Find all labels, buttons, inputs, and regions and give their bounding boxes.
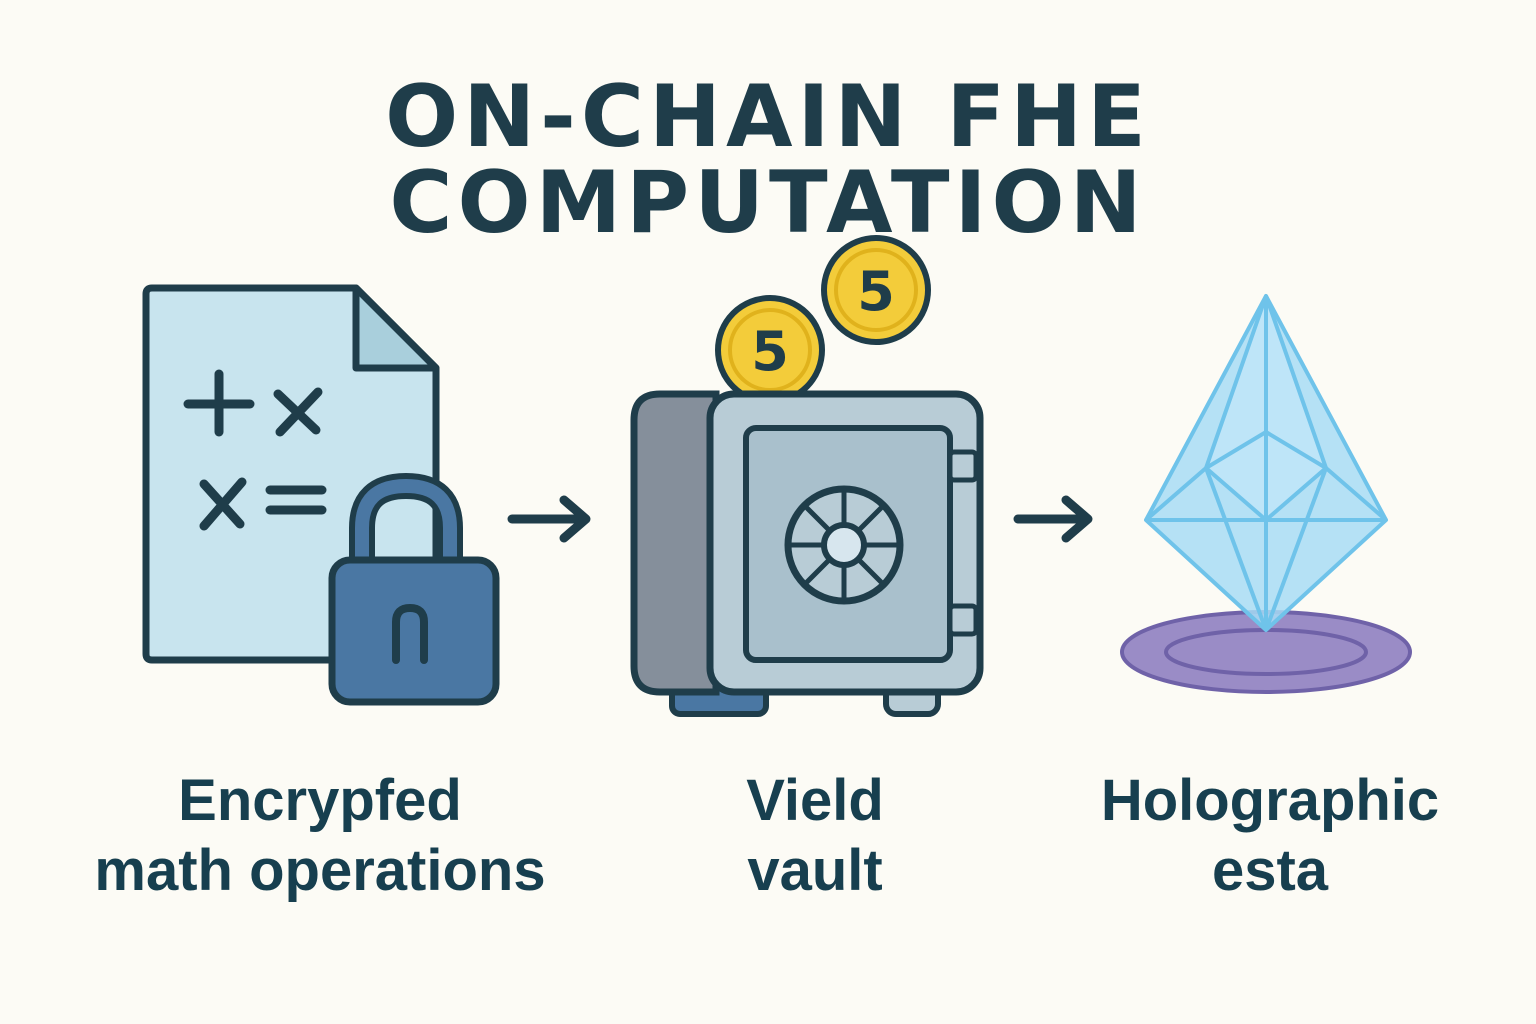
caption-line: Holographic: [1100, 768, 1440, 833]
coin-icon: 5: [821, 235, 931, 345]
math-symbols: [183, 369, 327, 531]
plus-symbol: [183, 369, 255, 437]
vault-dial-icon: [784, 485, 904, 605]
arrow-right-icon: [507, 495, 591, 543]
vault-hinge: [947, 449, 979, 483]
diagram-title: ON-CHAIN FHE COMPUTATION: [385, 67, 1151, 253]
caption-yield-vault: Vield vault: [620, 766, 1010, 906]
caption-line: Encrypfed: [178, 768, 462, 833]
equals-symbol: [265, 485, 327, 515]
caption-holographic-esta: Holographic esta: [1060, 766, 1480, 906]
coin-value: 5: [857, 260, 895, 323]
coin-icon: 5: [715, 295, 825, 405]
vault-side: [630, 390, 720, 696]
coin-value: 5: [751, 320, 789, 383]
caption-encrypted-math: Encrypfed math operations: [60, 766, 580, 906]
times-symbol: [199, 477, 247, 531]
holographic-crystal-icon: [1120, 294, 1412, 694]
caption-line: vault: [747, 838, 883, 903]
encrypted-document-with-padlock-icon: [142, 284, 500, 706]
vault-hinge: [947, 603, 979, 637]
crystal: [1144, 294, 1388, 632]
caption-line: math operations: [94, 838, 546, 903]
safe-vault-icon: 5 5: [630, 235, 984, 717]
padlock-icon: [328, 472, 500, 706]
caption-line: esta: [1211, 838, 1329, 903]
arrow-right-icon: [1013, 495, 1093, 543]
times-symbol: [273, 387, 323, 437]
caption-line: Vield: [746, 768, 884, 833]
